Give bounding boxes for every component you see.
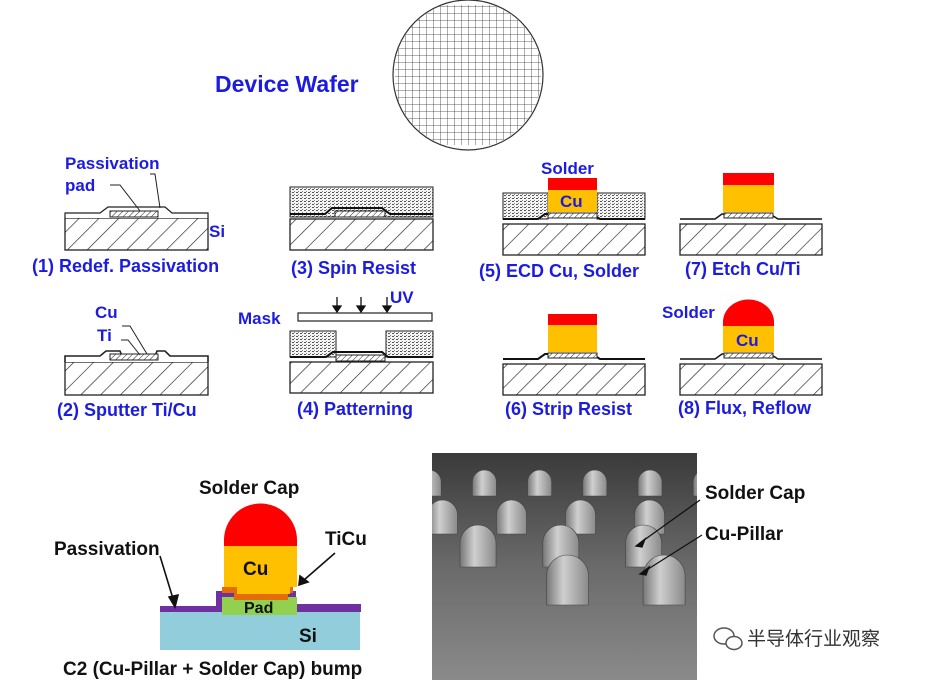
wechat-icon <box>713 627 743 651</box>
callout-solder-5: Solder <box>541 159 594 178</box>
sem-pillar <box>842 500 872 534</box>
bump-solder-cap-label: Solder Cap <box>199 478 299 499</box>
sem-pillar <box>637 469 663 497</box>
c2-bump-schematic <box>159 503 361 650</box>
step-8-cross-section <box>679 299 823 396</box>
sem-pillar <box>836 555 878 605</box>
step-7-label: (7) Etch Cu/Ti <box>685 259 801 279</box>
sem-pillar <box>874 525 910 567</box>
callout-ti: Ti <box>97 326 112 345</box>
callout-cu-5: Cu <box>560 192 583 211</box>
sem-pillar <box>740 555 782 605</box>
device-wafer <box>392 0 544 151</box>
callout-pad: pad <box>65 176 95 195</box>
step-2-cross-section <box>64 325 209 396</box>
step-6-label: (6) Strip Resist <box>505 399 632 419</box>
bump-cu-label: Cu <box>243 559 268 580</box>
step-5-cross-section <box>502 178 646 256</box>
wafer-title: Device Wafer <box>215 71 359 97</box>
sem-pillar <box>546 554 589 606</box>
step-8-label: (8) Flux, Reflow <box>678 398 812 418</box>
bump-pad-label: Pad <box>244 600 273 617</box>
sem-pillar <box>472 469 497 497</box>
sem-pillar <box>582 469 608 497</box>
sem-pillar <box>565 499 596 535</box>
step-3-cross-section <box>289 186 434 251</box>
callout-passivation: Passivation <box>65 154 160 173</box>
step-2-label: (2) Sputter Ti/Cu <box>57 400 197 420</box>
step-3-label: (3) Spin Resist <box>291 258 416 278</box>
sem-pillar <box>791 525 827 567</box>
watermark-text: 半导体行业观察 <box>747 628 880 650</box>
step-6-cross-section <box>502 314 646 396</box>
sem-pillar <box>432 499 458 535</box>
sem-callout-arrows <box>634 499 703 576</box>
sem-pillar <box>527 469 552 497</box>
sem-image-cu-pillars <box>362 453 910 680</box>
sem-pillar <box>692 472 697 497</box>
step-1-cross-section <box>64 173 209 251</box>
bump-caption: C2 (Cu-Pillar + Solder Cap) bump <box>63 659 362 680</box>
callout-si: Si <box>209 222 225 241</box>
bump-ticu-label: TiCu <box>325 529 367 550</box>
step-4-label: (4) Patterning <box>297 399 413 419</box>
sem-pillar <box>496 499 527 535</box>
sem-pillar <box>642 554 686 606</box>
sem-pillar <box>459 524 497 568</box>
sem-cu-pillar-label: Cu-Pillar <box>705 524 784 545</box>
step-5-label: (5) ECD Cu, Solder <box>479 261 639 281</box>
callout-cu: Cu <box>95 303 118 322</box>
step-7-cross-section <box>679 173 823 256</box>
sem-pillar <box>625 524 662 568</box>
sem-pillar <box>362 470 386 496</box>
callout-mask: Mask <box>238 309 281 328</box>
sem-solder-cap-label: Solder Cap <box>705 483 805 504</box>
callout-uv: UV <box>390 288 414 307</box>
bump-si-label: Si <box>299 626 317 647</box>
step-1-label: (1) Redef. Passivation <box>32 256 219 276</box>
sem-pillar <box>432 470 442 497</box>
step-4-cross-section <box>289 297 434 394</box>
callout-solder-8: Solder <box>662 303 715 322</box>
callout-cu-8: Cu <box>736 331 759 350</box>
bump-passivation-label: Passivation <box>54 539 160 560</box>
